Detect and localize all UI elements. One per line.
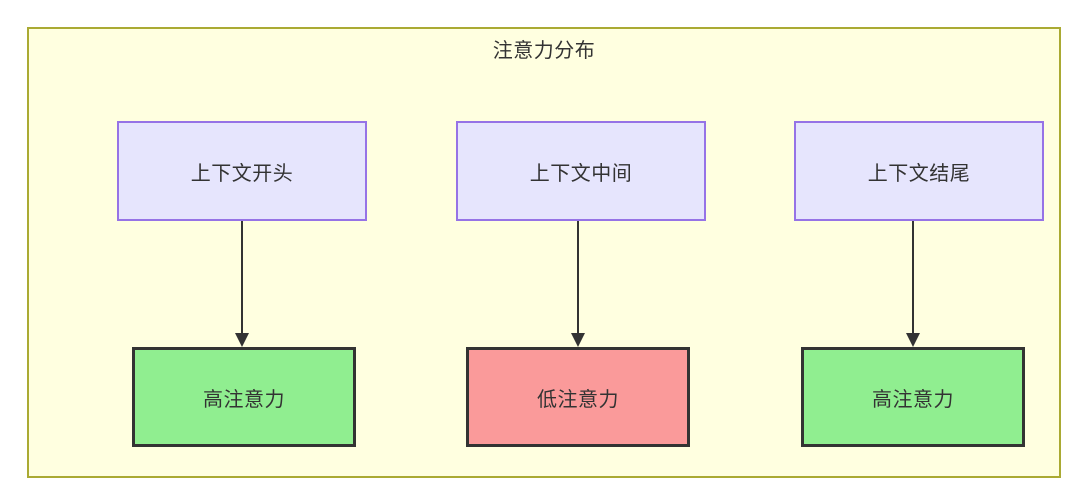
edge-end-to-outcome xyxy=(905,221,921,347)
edge-middle-to-outcome xyxy=(570,221,586,347)
subgraph-title: 注意力分布 xyxy=(492,40,596,62)
edge-line xyxy=(577,221,579,335)
attention-distribution-subgraph: 注意力分布 上下文开头 上下文中间 上下文结尾 高注意力 低注意力 高注意力 xyxy=(27,27,1061,478)
edge-start-to-outcome xyxy=(234,221,250,347)
down-arrow-icon xyxy=(235,333,249,347)
node-outcome-start-high[interactable]: 高注意力 xyxy=(132,347,356,447)
down-arrow-icon xyxy=(906,333,920,347)
node-outcome-end-high[interactable]: 高注意力 xyxy=(801,347,1025,447)
node-context-end[interactable]: 上下文结尾 xyxy=(794,121,1044,221)
node-context-middle[interactable]: 上下文中间 xyxy=(456,121,706,221)
edge-line xyxy=(912,221,914,335)
node-outcome-middle-low[interactable]: 低注意力 xyxy=(466,347,690,447)
down-arrow-icon xyxy=(571,333,585,347)
edge-line xyxy=(241,221,243,335)
node-context-start[interactable]: 上下文开头 xyxy=(117,121,367,221)
